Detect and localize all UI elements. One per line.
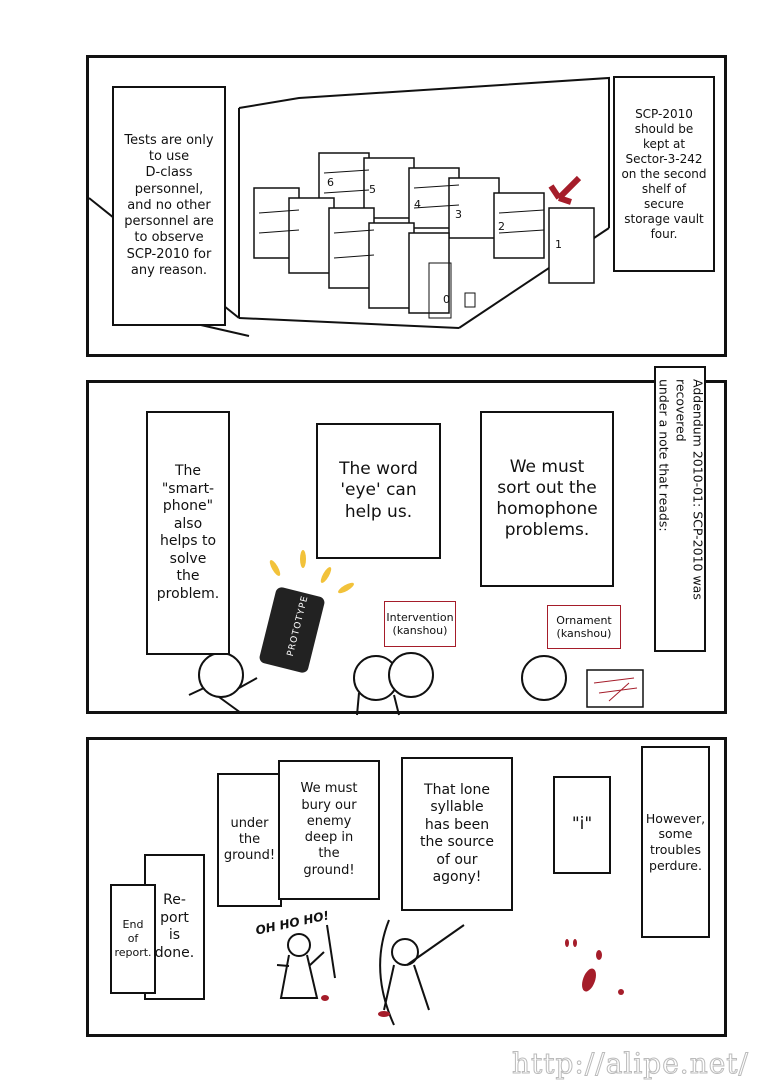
end-of-report-note: End of report. (110, 884, 156, 994)
smartphone-note: The "smart- phone" also helps to solve t… (146, 411, 230, 655)
troubles-perdure-note: However, some troubles perdure. (641, 746, 710, 938)
site-watermark: http://alipe.net/ (511, 1047, 749, 1081)
storage-vault-illustration (89, 76, 610, 337)
storage-location-note: SCP-2010 should be kept at Sector-3-242 … (613, 76, 715, 272)
shelf-number-4: 4 (414, 198, 421, 211)
d-class-note: Tests are only to use D-class personnel,… (112, 86, 226, 326)
shelf-number-2: 2 (498, 220, 505, 233)
i-note: "i" (553, 776, 611, 874)
shelf-number-1: 1 (555, 238, 562, 251)
panel-addendum: PROTOTYPE The "smart- phone" also helps … (86, 380, 727, 716)
ornament-label: Ornament (kanshou) (547, 605, 621, 649)
door-number: 0 (443, 293, 450, 306)
panel-storage-vault: 6 5 4 3 2 1 0 Tests are only to use D-cl… (86, 55, 727, 357)
shelf-number-3: 3 (455, 208, 462, 221)
intervention-label: Intervention (kanshou) (384, 601, 456, 647)
addendum-vertical-text: Addendum 2010-01: SCP-2010 was recovered… (656, 379, 706, 600)
shelf-number-6: 6 (327, 176, 334, 189)
homophone-note: We must sort out the homophone problems. (480, 411, 614, 587)
addendum-vertical-note: Addendum 2010-01: SCP-2010 was recovered… (654, 366, 706, 652)
shelf-number-5: 5 (369, 183, 376, 196)
under-the-ground-note: under the ground! (217, 773, 282, 907)
addendum-illustration (188, 550, 644, 716)
lone-syllable-note: That lone syllable has been the source o… (401, 757, 513, 911)
bury-enemy-note: We must bury our enemy deep in the groun… (278, 760, 380, 900)
eye-note: The word 'eye' can help us. (316, 423, 441, 559)
panel-ending: OH HO HO! under the ground! We must bury… (86, 737, 727, 1037)
